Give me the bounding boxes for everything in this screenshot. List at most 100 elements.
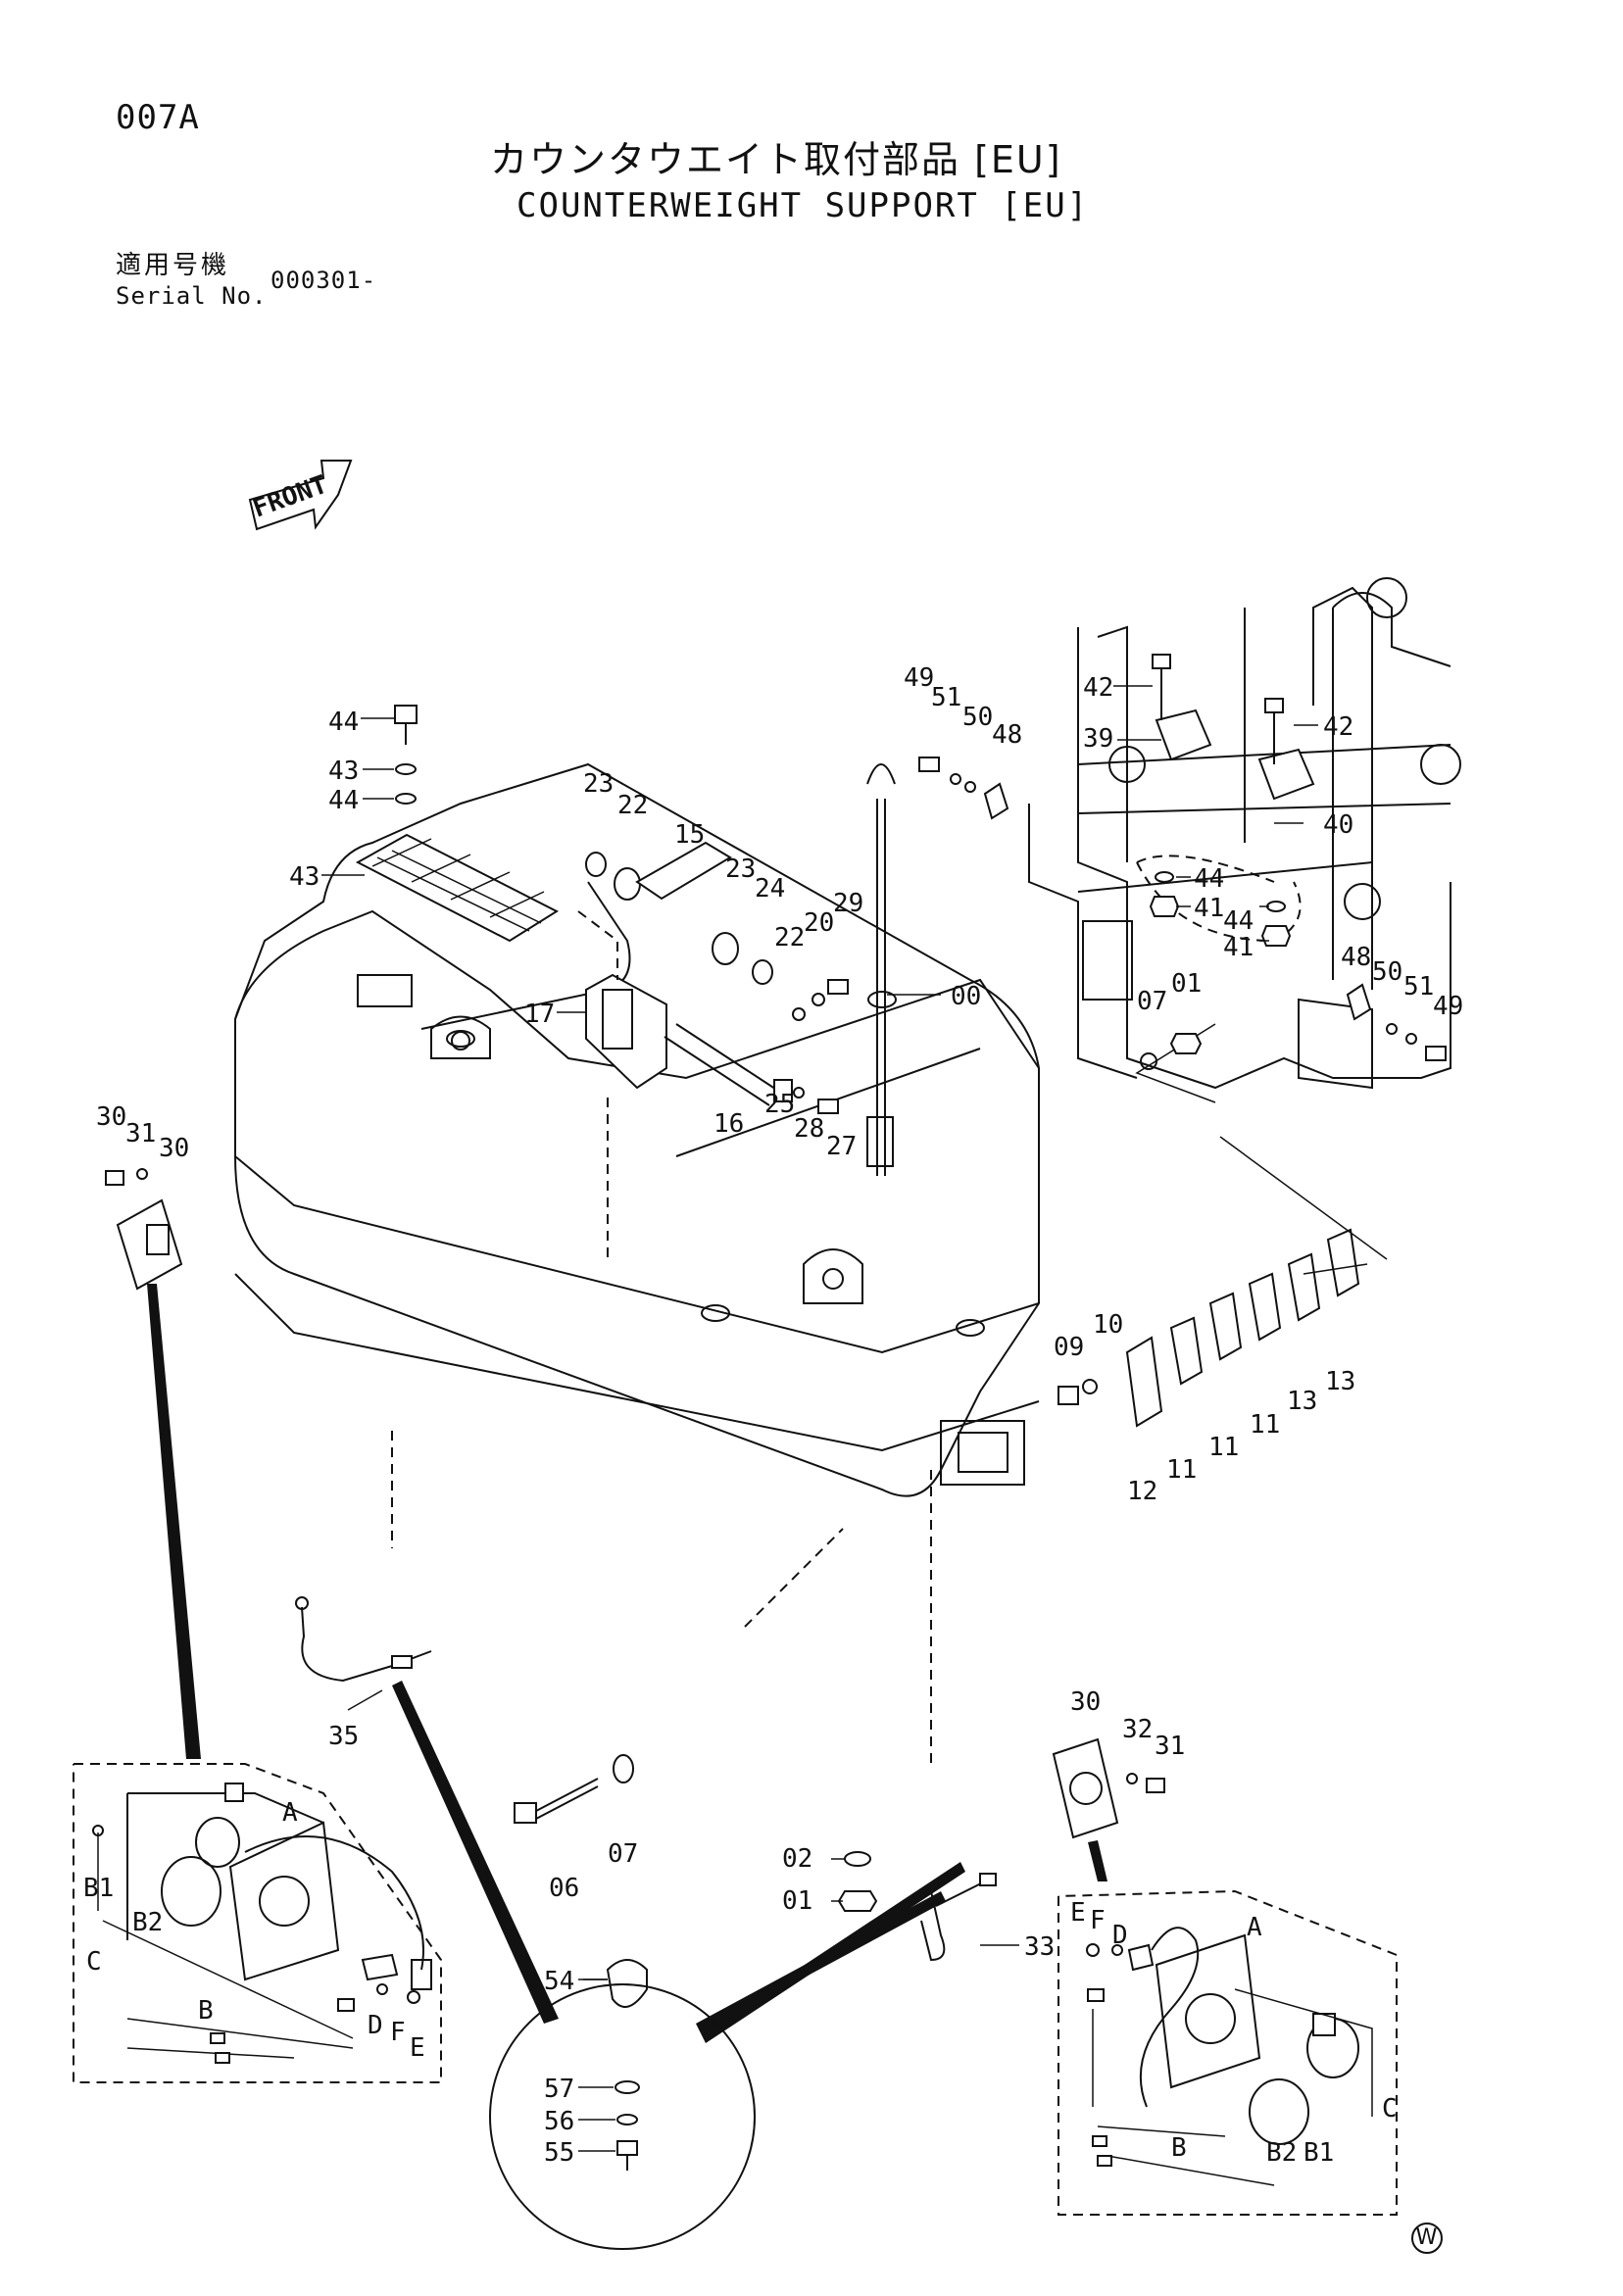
page-title: COUNTERWEIGHT SUPPORT [EU] — [516, 186, 1090, 225]
callout-12: 12 — [1127, 1477, 1157, 1506]
callout-42b: 41 — [1223, 933, 1254, 962]
callout-02: 02 — [782, 1844, 812, 1874]
callout-23b: 24 — [755, 874, 785, 904]
callout-28: 30 — [1070, 1687, 1101, 1717]
callout-55: 55 — [544, 2138, 574, 2168]
callout-20: 22 — [774, 923, 805, 953]
cable-harness — [295, 1596, 432, 1683]
frame-structure — [1028, 577, 1461, 1103]
label-c-left: C — [86, 1947, 102, 1977]
label-b1-right: B1 — [1303, 2138, 1334, 2168]
callout-25: 27 — [826, 1132, 857, 1161]
callout-10: 10 — [1093, 1310, 1123, 1340]
label-f-right: F — [1090, 1906, 1106, 1935]
callout-11a: 11 — [1166, 1455, 1197, 1485]
detail-pointers — [147, 1284, 1107, 2043]
label-b2-right: B2 — [1266, 2138, 1297, 2168]
callout-41a: 39 — [1083, 724, 1113, 754]
label-e-right: E — [1070, 1898, 1086, 1928]
lamp-bracket-left — [105, 1168, 183, 1291]
callout-33: 35 — [328, 1722, 359, 1751]
callout-07a: 07 — [1137, 987, 1167, 1016]
callout-15: 15 — [674, 820, 705, 850]
callout-19: 20 — [804, 908, 834, 938]
label-a-left: A — [282, 1798, 298, 1828]
page-title-japanese: カウンタウエイト取付部品 [EU] — [490, 138, 1062, 181]
label-e-left: E — [410, 2033, 425, 2063]
callout-49a: 49 — [904, 663, 934, 693]
callout-11c: 11 — [1250, 1410, 1280, 1440]
callout-numbers: 44 43 44 43 23 22 15 23 24 22 20 29 00 1… — [83, 663, 1463, 2168]
lamp-detail-right — [1057, 1889, 1398, 2216]
callout-01a: 01 — [1171, 969, 1202, 999]
lamp-detail-left — [73, 1763, 442, 2083]
callout-06: 06 — [549, 1874, 579, 1903]
label-d-right: D — [1112, 1921, 1128, 1950]
callout-31b: 32 — [1122, 1715, 1153, 1744]
callout-44a: 44 — [1194, 864, 1224, 894]
callout-01b: 01 — [782, 1886, 812, 1916]
serial-number: 000301- — [270, 267, 377, 294]
callout-49b: 49 — [1433, 992, 1463, 1021]
bracket-assembly — [577, 841, 793, 1156]
callout-51a: 51 — [931, 683, 961, 712]
callout-11b: 11 — [1208, 1433, 1239, 1462]
callout-13b: 13 — [1325, 1367, 1355, 1396]
callout-35: 43 — [289, 862, 320, 892]
callout-50b: 50 — [1372, 957, 1402, 987]
callout-44b: 44 — [1223, 906, 1254, 936]
callout-26: 28 — [794, 1114, 824, 1144]
callout-54: 54 — [544, 1967, 574, 1996]
callout-32: 33 — [1024, 1932, 1055, 1962]
serial-label-japanese: 適用号機 — [116, 251, 230, 280]
callout-31a: 31 — [125, 1119, 156, 1148]
mount-bolts — [514, 1754, 878, 1912]
leader-lines — [321, 685, 1318, 1980]
callout-42a: 41 — [1194, 894, 1224, 923]
callout-22b: 23 — [725, 855, 756, 884]
callout-57: 57 — [544, 2075, 574, 2104]
callout-43a: 42 — [1083, 673, 1113, 703]
lifting-lug — [430, 1015, 863, 1304]
callout-51b: 51 — [1403, 972, 1434, 1001]
callout-17: 17 — [524, 1000, 555, 1029]
callout-56: 56 — [544, 2107, 574, 2136]
callout-48b: 48 — [1341, 943, 1371, 972]
label-d-left: D — [368, 2011, 383, 2040]
label-b1-left: B1 — [83, 1874, 114, 1903]
front-arrow-icon: FRONT — [248, 460, 353, 531]
lift-rod — [866, 763, 896, 1176]
frame-brackets — [1152, 654, 1315, 801]
callout-48a: 48 — [992, 720, 1022, 750]
page-code: 007A — [116, 98, 200, 137]
callout-40: 44 — [328, 708, 359, 737]
step-plate — [355, 833, 560, 1007]
callout-30a: 30 — [96, 1102, 126, 1132]
callout-07b: 07 — [608, 1839, 638, 1869]
clamp-detail-circle — [489, 1959, 756, 2250]
callout-43b: 42 — [1323, 712, 1353, 742]
label-b-left: B — [198, 1996, 214, 2026]
shim-stack — [1057, 1136, 1388, 1428]
label-c-right: C — [1382, 2094, 1398, 2124]
watermark-w-icon: W — [1411, 2223, 1443, 2254]
callout-00: 00 — [951, 982, 981, 1011]
label-b-right: B — [1171, 2133, 1187, 2163]
callout-13a: 13 — [1287, 1387, 1317, 1416]
callout-41b: 40 — [1323, 810, 1353, 840]
frame-hardware — [918, 757, 1447, 1070]
callout-29: 30 — [159, 1134, 189, 1163]
callout-38: 43 — [328, 757, 359, 786]
callout-22a: 22 — [617, 791, 648, 820]
label-f-left: F — [390, 2018, 406, 2047]
callout-50a: 50 — [962, 703, 993, 732]
callout-23a: 23 — [583, 769, 614, 799]
callout-39: 44 — [328, 786, 359, 815]
callout-30b: 31 — [1155, 1732, 1185, 1761]
label-a-right: A — [1247, 1913, 1262, 1942]
bolt-40 — [394, 705, 418, 805]
serial-label: Serial No. — [116, 282, 268, 310]
callout-27: 29 — [833, 889, 863, 918]
label-b2-left: B2 — [132, 1908, 163, 1937]
